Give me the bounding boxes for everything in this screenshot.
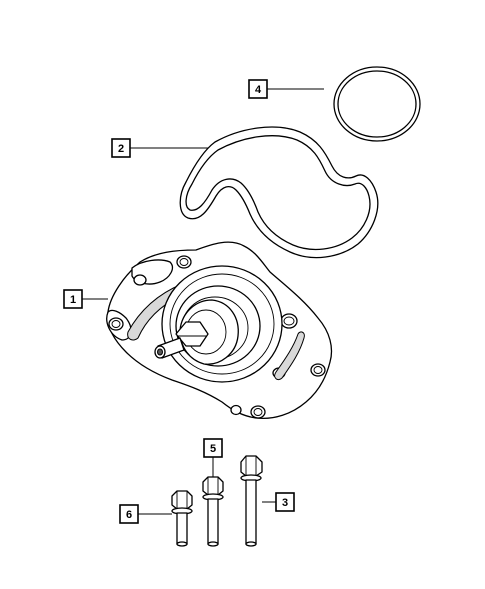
- bolt-medium: [202, 476, 224, 547]
- callout-5-label: 5: [210, 443, 216, 455]
- callout-3: 3: [275, 492, 295, 512]
- callout-4: 4: [248, 79, 268, 99]
- callout-2-label: 2: [118, 143, 124, 155]
- o-ring-seal: [333, 66, 421, 142]
- bolt-long: [240, 455, 263, 547]
- callout-3-label: 3: [282, 497, 288, 509]
- callout-6: 6: [119, 504, 139, 524]
- callout-4-label: 4: [255, 84, 262, 96]
- callout-1: 1: [63, 289, 83, 309]
- callout-6-label: 6: [126, 509, 132, 521]
- gasket: [179, 126, 379, 259]
- callout-1-label: 1: [70, 294, 76, 306]
- leader-lines: [82, 88, 324, 515]
- callout-2: 2: [111, 138, 131, 158]
- bolt-short: [171, 490, 193, 547]
- callout-5: 5: [203, 438, 223, 458]
- water-pump: [106, 241, 333, 420]
